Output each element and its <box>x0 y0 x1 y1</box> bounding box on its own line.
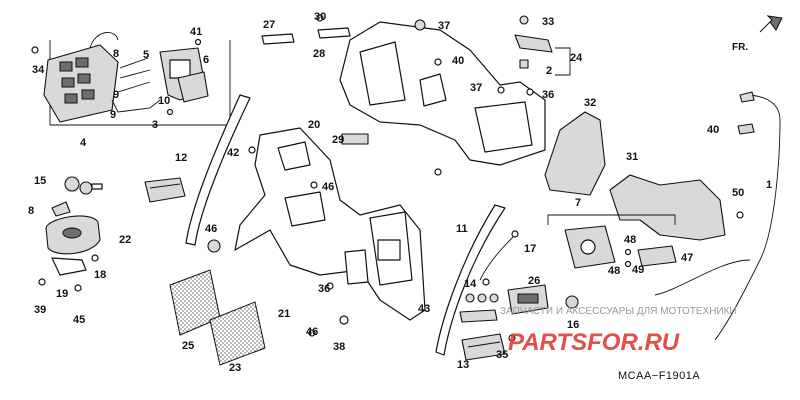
side-molding-13-part <box>185 94 251 246</box>
callout-21: 21 <box>278 308 290 320</box>
callout-3: 3 <box>152 119 158 131</box>
key-cylinder-group <box>38 176 186 292</box>
callout-16: 16 <box>567 319 579 331</box>
callout-14: 14 <box>464 278 477 290</box>
meter-cover-33-part <box>609 174 726 241</box>
callout-47: 47 <box>681 252 693 264</box>
callout-23: 23 <box>229 362 241 374</box>
callout-2: 2 <box>546 65 552 77</box>
strip-29-part <box>261 33 295 45</box>
callout-41: 41 <box>190 26 202 38</box>
callout-13: 13 <box>457 359 469 371</box>
meter-cover-34-part <box>544 111 606 196</box>
callout-46: 46 <box>322 181 334 193</box>
callout-28: 28 <box>313 48 325 60</box>
callout-48: 48 <box>608 265 620 277</box>
callout-11: 11 <box>456 223 468 235</box>
callout-32: 32 <box>584 97 596 109</box>
callout-5: 5 <box>143 49 149 61</box>
mat-25-part <box>209 301 266 366</box>
callout-34: 34 <box>32 64 45 76</box>
reflector-14-part <box>461 333 506 361</box>
diagram-code: MCAA−F1901A <box>618 370 700 382</box>
callout-48: 48 <box>624 234 636 246</box>
callout-42: 42 <box>227 147 239 159</box>
callout-20: 20 <box>308 119 320 131</box>
callout-1: 1 <box>766 179 772 191</box>
callout-37: 37 <box>470 82 482 94</box>
watermark-logo: PARTSFOR.RU <box>508 329 680 356</box>
callout-25: 25 <box>182 340 194 352</box>
callout-24: 24 <box>570 52 583 64</box>
callout-33: 33 <box>542 16 554 28</box>
callout-10: 10 <box>158 95 170 107</box>
callout-27: 27 <box>263 19 275 31</box>
side-molding-12-part <box>435 204 506 356</box>
fr-arrow-icon <box>759 15 783 33</box>
callout-40: 40 <box>707 124 719 136</box>
callout-4: 4 <box>80 137 87 149</box>
reflector-15-part <box>144 177 186 203</box>
callout-29: 29 <box>332 134 344 146</box>
callout-18: 18 <box>94 269 106 281</box>
watermark-caption: ЗАПЧАСТИ И АКСЕССУАРЫ ДЛЯ МОТОТЕХНИКИ <box>500 306 737 317</box>
direction-label: FR. <box>732 42 748 53</box>
callout-43: 43 <box>418 303 430 315</box>
callout-12: 12 <box>175 152 187 164</box>
callout-22: 22 <box>119 234 131 246</box>
cable-1-part <box>714 94 781 341</box>
callout-35: 35 <box>496 349 508 361</box>
callout-19: 19 <box>56 288 68 300</box>
callout-6: 6 <box>203 54 209 66</box>
callout-30: 30 <box>314 11 326 23</box>
callout-9: 9 <box>113 89 119 101</box>
callout-31: 31 <box>626 151 638 163</box>
callout-26: 26 <box>528 275 540 287</box>
callout-7: 7 <box>575 197 581 209</box>
callout-15: 15 <box>34 175 46 187</box>
callout-38: 38 <box>333 341 345 353</box>
callout-46: 46 <box>306 326 318 338</box>
callout-8: 8 <box>28 205 34 217</box>
callout-17: 17 <box>524 243 536 255</box>
callout-37: 37 <box>438 20 450 32</box>
callout-49: 49 <box>632 264 644 276</box>
callout-8: 8 <box>113 48 119 60</box>
callout-36: 36 <box>318 283 330 295</box>
callout-40: 40 <box>452 55 464 67</box>
callout-45: 45 <box>73 314 85 326</box>
callout-50: 50 <box>732 187 744 199</box>
callout-46: 46 <box>205 223 217 235</box>
callout-36: 36 <box>542 89 554 101</box>
callout-9: 9 <box>110 109 116 121</box>
callout-39: 39 <box>34 304 46 316</box>
switch-panel-group <box>31 32 231 126</box>
